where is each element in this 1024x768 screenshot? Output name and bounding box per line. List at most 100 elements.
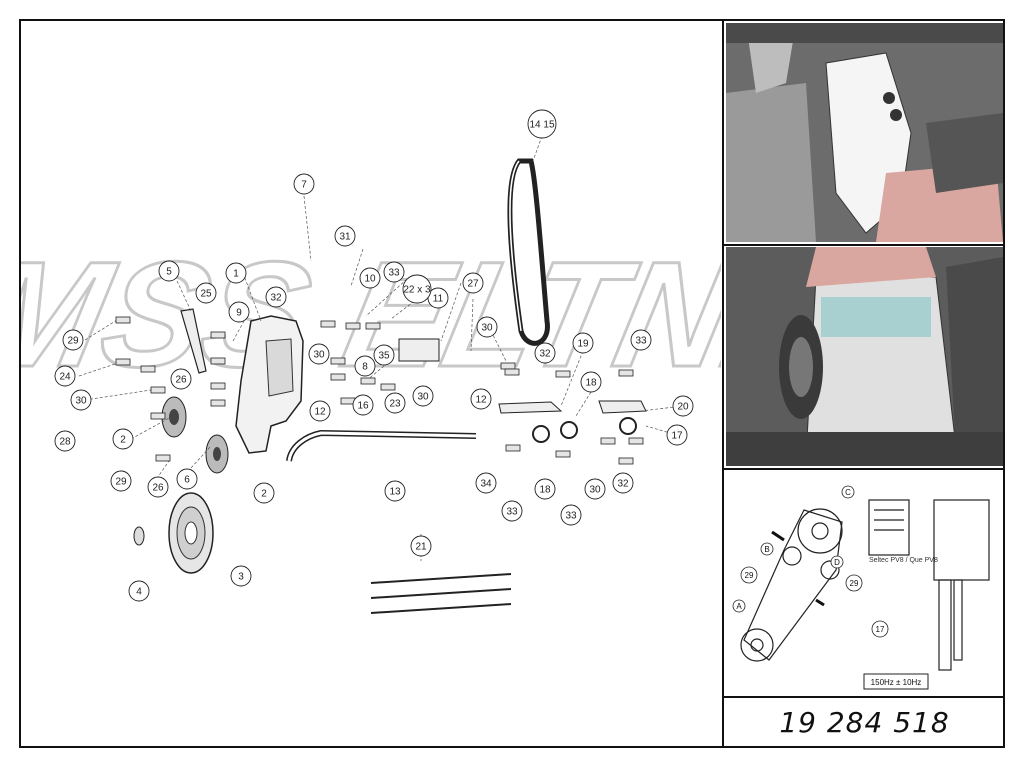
callout-10: 10	[359, 267, 381, 289]
bolt	[210, 399, 226, 407]
washer	[133, 526, 145, 546]
pvb-note: Seltec PV8 / Que PV8	[869, 557, 938, 564]
callout-label: 11	[433, 294, 444, 305]
callout-label: 34	[480, 479, 492, 490]
callout-1: 1	[225, 262, 247, 284]
detail-letter-label: C	[845, 488, 851, 497]
engine-photo-top	[726, 23, 1003, 242]
bolt	[140, 365, 156, 373]
callout-30: 30	[476, 316, 498, 338]
callout-17: 17	[666, 424, 688, 446]
callout-34: 34	[475, 472, 497, 494]
callout-8: 8	[354, 355, 376, 377]
leader-line	[470, 298, 474, 352]
bolt	[320, 320, 336, 328]
callout-18: 18	[580, 371, 602, 393]
callout-label: 28	[59, 437, 71, 448]
leader-line	[303, 195, 312, 262]
leader-line	[490, 330, 507, 362]
frame-divider-photo	[722, 244, 1005, 246]
support-bracket	[180, 308, 207, 374]
callout-2: 2	[112, 428, 134, 450]
callout-label: 2	[261, 489, 267, 500]
detail-letter-C: C	[841, 485, 855, 499]
callout-label: 14 15	[529, 120, 554, 131]
callout-16: 16	[352, 394, 374, 416]
coolant-hose	[286, 429, 477, 462]
part-number: 19 284 518	[779, 705, 950, 739]
bolt	[504, 368, 520, 376]
callout-33: 33	[560, 504, 582, 526]
callout-26: 26	[170, 368, 192, 390]
leader-line	[242, 272, 262, 322]
callout-label: 16	[357, 401, 369, 412]
callout-30: 30	[308, 343, 330, 365]
detail-callout-29: 29	[740, 566, 758, 584]
callout-31: 31	[334, 225, 356, 247]
crank-pulley	[168, 492, 214, 574]
callout-label: 9	[236, 308, 242, 319]
callout-label: 17	[671, 431, 683, 442]
callout-label: 33	[388, 268, 400, 279]
callout-label: 35	[378, 351, 390, 362]
callout-4: 4	[128, 580, 150, 602]
detail-letter-D: D	[830, 555, 844, 569]
bolt	[618, 457, 634, 465]
leader-line	[84, 389, 152, 401]
bolt	[345, 322, 361, 330]
callout-21: 21	[410, 535, 432, 557]
callout-27: 27	[462, 272, 484, 294]
callout-label: 7	[301, 180, 307, 191]
leader-line	[130, 416, 172, 440]
detail-letter-A: A	[732, 599, 746, 613]
callout-20: 20	[672, 395, 694, 417]
callout-label: 30	[417, 392, 429, 403]
leader-line	[350, 248, 364, 287]
leader-line	[78, 361, 122, 377]
callout-label: 30	[481, 323, 493, 334]
bolt	[365, 322, 381, 330]
photo-top-drawing	[726, 23, 1003, 242]
bolt	[360, 377, 376, 385]
bolt	[628, 437, 644, 445]
callout-24: 24	[54, 365, 76, 387]
idler-pulley-lower	[205, 434, 229, 474]
detail-callout-17: 17	[871, 620, 889, 638]
callout-32: 32	[265, 286, 287, 308]
callout-7: 7	[293, 173, 315, 195]
callout-33: 33	[630, 329, 652, 351]
callout-label: 12	[314, 407, 326, 418]
detail-callout-label: 29	[850, 579, 859, 588]
callout-label: 24	[59, 372, 71, 383]
callout-label: 26	[152, 483, 164, 494]
leader-line	[84, 319, 118, 341]
callout-29: 29	[110, 470, 132, 492]
bolt	[330, 357, 346, 365]
callout-25: 25	[195, 282, 217, 304]
callout-2: 2	[253, 482, 275, 504]
detail-letter-label: D	[834, 558, 840, 567]
bolt	[155, 454, 171, 462]
callout-label: 13	[389, 487, 401, 498]
callout-label: 29	[115, 477, 127, 488]
callout-30: 30	[412, 385, 434, 407]
callout-label: 30	[313, 350, 325, 361]
callout-label: 33	[635, 336, 647, 347]
hose-bracket-right	[598, 400, 647, 414]
callout-label: 18	[539, 485, 551, 496]
pulley-a-shape	[740, 628, 774, 662]
callout-6: 6	[176, 468, 198, 490]
detail-callout-group: 29 29 17	[740, 566, 889, 638]
callout-26: 26	[147, 476, 169, 498]
callout-label: 32	[617, 479, 629, 490]
hose-clamp-c	[619, 417, 637, 435]
callout-22-x-3: 22 x 3	[402, 274, 432, 304]
callout-30: 30	[584, 478, 606, 500]
callout-label: 3	[238, 572, 244, 583]
callout-5: 5	[158, 260, 180, 282]
callout-label: 32	[539, 349, 551, 360]
cable-ties	[370, 573, 512, 614]
callout-label: 21	[415, 542, 427, 553]
idler-pulley-left	[161, 396, 187, 438]
